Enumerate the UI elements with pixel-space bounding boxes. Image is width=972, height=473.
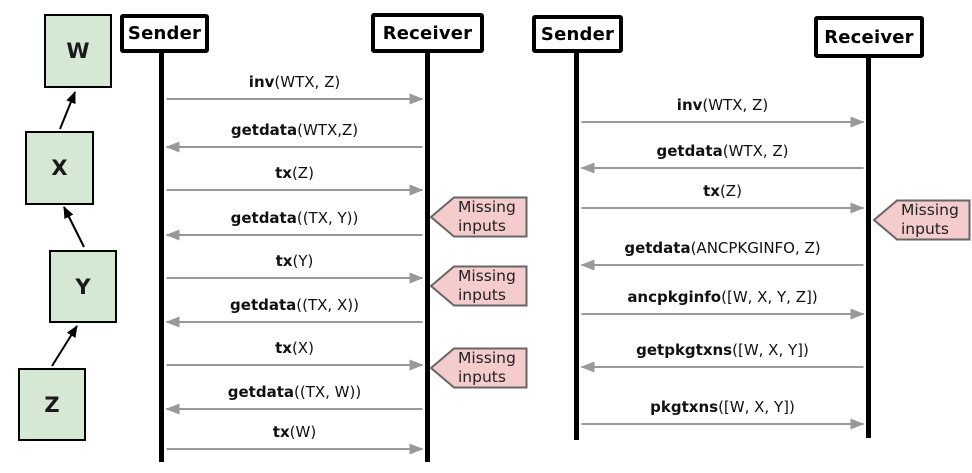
message-label: getdata(WTX,Z) bbox=[168, 121, 422, 141]
message-args: ((TX, X)) bbox=[296, 296, 359, 314]
message-name: getdata bbox=[656, 142, 723, 160]
diagram2-sender-lifeline bbox=[574, 53, 579, 440]
message-label: getdata(WTX, Z) bbox=[583, 142, 863, 162]
diagram2-receiver-lifeline bbox=[866, 58, 871, 438]
graph-node-w: W bbox=[44, 14, 112, 88]
message-args: (X) bbox=[291, 339, 314, 357]
message-name: inv bbox=[248, 73, 275, 91]
message-args: (ANCPKGINFO, Z) bbox=[690, 239, 821, 257]
message-args: (W) bbox=[289, 423, 317, 441]
message-name: tx bbox=[272, 423, 290, 441]
diagram1-sender-lifeline bbox=[159, 53, 164, 462]
message-name: inv bbox=[676, 96, 703, 114]
message-label: getdata((TX, W)) bbox=[168, 383, 422, 403]
message-name: getdata bbox=[624, 239, 691, 257]
message-label: inv(WTX, Z) bbox=[168, 73, 422, 93]
message-name: ancpkginfo bbox=[627, 288, 722, 306]
diagram2-receiver-box: Receiver bbox=[814, 16, 924, 58]
message-name: tx bbox=[703, 182, 720, 200]
message-name: pkgtxns bbox=[650, 398, 719, 416]
message-name: getpkgtxns bbox=[636, 341, 733, 359]
callout-line2: inputs bbox=[458, 285, 506, 304]
message-name: getdata bbox=[230, 296, 297, 314]
callout-shape bbox=[430, 196, 528, 238]
message-label: tx(Z) bbox=[168, 164, 422, 184]
message-label: getpkgtxns([W, X, Y]) bbox=[583, 341, 863, 361]
message-name: tx bbox=[275, 164, 292, 182]
message-name: tx bbox=[275, 252, 293, 270]
message-args: ([W, X, Y]) bbox=[718, 398, 795, 416]
graph-node-x: X bbox=[25, 131, 94, 205]
message-args: (WTX,Z) bbox=[297, 121, 359, 139]
graph-node-z: Z bbox=[18, 368, 86, 441]
graph-node-y: Y bbox=[49, 250, 117, 323]
dependency-arrow bbox=[51, 325, 78, 367]
message-args: (Z) bbox=[291, 164, 314, 182]
message-args: (Y) bbox=[292, 252, 314, 270]
message-args: (WTX, Z) bbox=[722, 142, 789, 160]
message-name: tx bbox=[275, 339, 292, 357]
message-label: tx(X) bbox=[168, 339, 422, 359]
message-label: getdata((TX, X)) bbox=[168, 296, 422, 316]
callout-line1: Missing bbox=[901, 201, 959, 219]
callout-line1: Missing bbox=[458, 349, 516, 367]
diagram1-receiver-lifeline bbox=[425, 53, 430, 462]
callout-line2: inputs bbox=[458, 367, 506, 386]
callout-line2: inputs bbox=[458, 216, 506, 235]
message-args: (WTX, Z) bbox=[274, 73, 341, 91]
message-args: ([W, X, Y, Z]) bbox=[721, 288, 818, 306]
message-label: tx(Y) bbox=[168, 252, 422, 272]
message-label: tx(Z) bbox=[583, 182, 863, 202]
message-args: (WTX, Z) bbox=[702, 96, 769, 114]
message-args: ((TX, Y)) bbox=[296, 209, 359, 227]
dependency-arrow bbox=[63, 206, 85, 248]
callout-line1: Missing bbox=[458, 198, 516, 216]
diagram1-receiver-box: Receiver bbox=[371, 13, 484, 53]
message-args: (Z) bbox=[719, 182, 742, 200]
callout-shape bbox=[430, 347, 528, 389]
message-label: pkgtxns([W, X, Y]) bbox=[583, 398, 863, 418]
message-args: ([W, X, Y]) bbox=[732, 341, 809, 359]
message-name: getdata bbox=[230, 121, 298, 139]
message-label: getdata(ANCPKGINFO, Z) bbox=[583, 239, 863, 259]
message-name: getdata bbox=[227, 383, 294, 401]
diagram1-sender-box: Sender bbox=[120, 14, 209, 53]
diagram2-sender-box: Sender bbox=[532, 15, 623, 53]
callout-shape bbox=[873, 199, 971, 241]
message-label: inv(WTX, Z) bbox=[583, 96, 863, 116]
callout-shape bbox=[430, 265, 528, 307]
message-args: ((TX, W)) bbox=[294, 383, 362, 401]
message-name: getdata bbox=[230, 209, 297, 227]
message-label: getdata((TX, Y)) bbox=[168, 209, 422, 229]
callout-line1: Missing bbox=[458, 267, 516, 285]
message-label: tx(W) bbox=[168, 423, 422, 443]
callout-line2: inputs bbox=[901, 219, 949, 238]
dependency-arrow bbox=[59, 91, 76, 130]
message-label: ancpkginfo([W, X, Y, Z]) bbox=[583, 288, 863, 308]
